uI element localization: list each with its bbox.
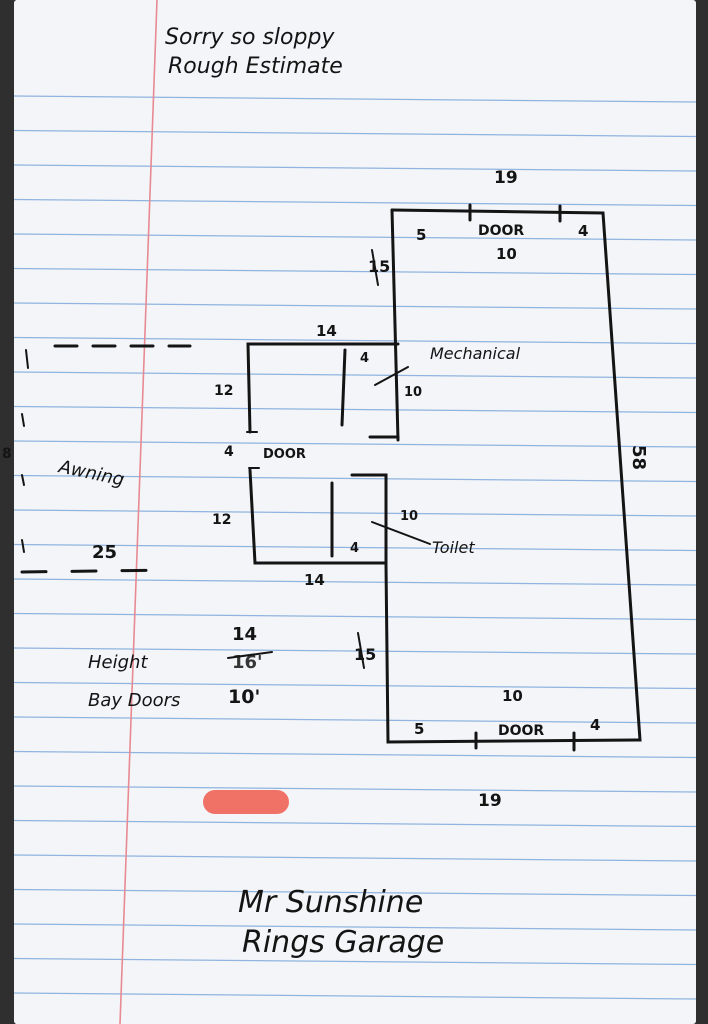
bump-door-size-label: 4 xyxy=(224,444,234,460)
upper-side-tick xyxy=(371,249,379,286)
bump-upper-room xyxy=(246,342,400,434)
bump-upper-side-label: 12 xyxy=(214,383,233,399)
rule-line xyxy=(13,129,697,138)
awning-side-label: 8 xyxy=(2,446,12,462)
bump-bottom-label: 14 xyxy=(304,571,325,589)
top-door-left-label: 5 xyxy=(416,226,426,244)
mechanical-width-label: 4 xyxy=(360,351,369,366)
mechanical-door-swing xyxy=(374,366,409,386)
rule-line xyxy=(13,578,697,586)
rule-line xyxy=(13,716,697,724)
toilet-door-swing xyxy=(371,521,431,545)
rule-line xyxy=(13,854,697,862)
rule-line xyxy=(13,785,697,793)
margin-line xyxy=(119,0,158,1024)
rule-line xyxy=(13,440,697,448)
bottom-door-left-label: 5 xyxy=(414,720,424,738)
mechanical-interior-wall xyxy=(340,348,347,427)
awning-tick-4 xyxy=(21,539,25,553)
mechanical-label: Mechanical xyxy=(430,344,521,363)
bump-top-label: 14 xyxy=(316,322,337,340)
rule-line xyxy=(13,681,697,690)
rule-line xyxy=(13,302,697,310)
note-line-2: Rough Estimate xyxy=(168,54,343,79)
rule-line xyxy=(13,198,697,207)
bottom-door-width-label: 10 xyxy=(502,687,523,705)
top-door-right-label: 4 xyxy=(578,222,588,240)
rule-line xyxy=(13,267,697,276)
rule-line xyxy=(13,957,697,966)
main-building-outline xyxy=(384,208,642,744)
lower-side-tick xyxy=(357,632,365,669)
bottom-door-right-label: 4 xyxy=(590,716,600,734)
mechanical-length-label: 10 xyxy=(404,385,422,400)
height-strikeout xyxy=(227,651,273,659)
height-label: Height xyxy=(88,652,148,673)
toilet-length-label: 10 xyxy=(400,509,418,524)
bay-doors-label: Bay Doors xyxy=(88,690,180,711)
awning-bottom-dashes xyxy=(20,568,172,574)
rule-line xyxy=(13,750,697,759)
rule-line xyxy=(13,923,697,931)
right-side-label: 58 xyxy=(628,445,649,470)
height-value: 14 xyxy=(232,624,257,645)
rule-line xyxy=(13,405,697,414)
rule-line xyxy=(13,371,697,379)
top-width-label: 19 xyxy=(494,168,518,188)
bottom-width-label: 19 xyxy=(478,791,502,811)
bump-lower-side-label: 12 xyxy=(212,512,231,528)
rule-line xyxy=(13,336,697,345)
signature-line-2: Rings Garage xyxy=(242,925,444,960)
lower-left-side-label: 15 xyxy=(354,645,376,664)
awning-tick-1 xyxy=(25,349,29,369)
rule-line xyxy=(13,647,697,655)
top-door-width-label: 10 xyxy=(496,245,517,263)
rule-line xyxy=(13,888,697,897)
top-door-label: DOOR xyxy=(478,223,524,239)
rule-line xyxy=(13,509,697,517)
rule-line xyxy=(13,612,697,621)
rule-line xyxy=(13,233,697,241)
rule-line xyxy=(13,95,697,103)
upper-left-side-label: 15 xyxy=(368,257,390,276)
paper-surface xyxy=(14,0,696,1024)
rule-line xyxy=(13,474,697,483)
bay-doors-value: 10' xyxy=(228,686,260,708)
awning-tick-3 xyxy=(21,474,25,486)
awning-tick-2 xyxy=(21,413,25,427)
bump-lower-room xyxy=(248,468,388,565)
rule-line xyxy=(13,992,697,1000)
awning-width-label: 25 xyxy=(92,542,117,563)
highlighter-smudge xyxy=(203,790,289,814)
toilet-width-label: 4 xyxy=(350,541,359,556)
table-edge-left xyxy=(0,0,16,1024)
toilet-label: Toilet xyxy=(432,538,475,557)
rule-line xyxy=(13,164,697,172)
rule-line xyxy=(13,543,697,552)
main-building-left-upper-wall xyxy=(390,208,400,442)
note-line-1: Sorry so sloppy xyxy=(165,25,335,50)
signature-line-1: Mr Sunshine xyxy=(238,885,423,920)
bump-door-label: DOOR xyxy=(263,447,306,462)
bottom-door-label: DOOR xyxy=(498,723,544,739)
